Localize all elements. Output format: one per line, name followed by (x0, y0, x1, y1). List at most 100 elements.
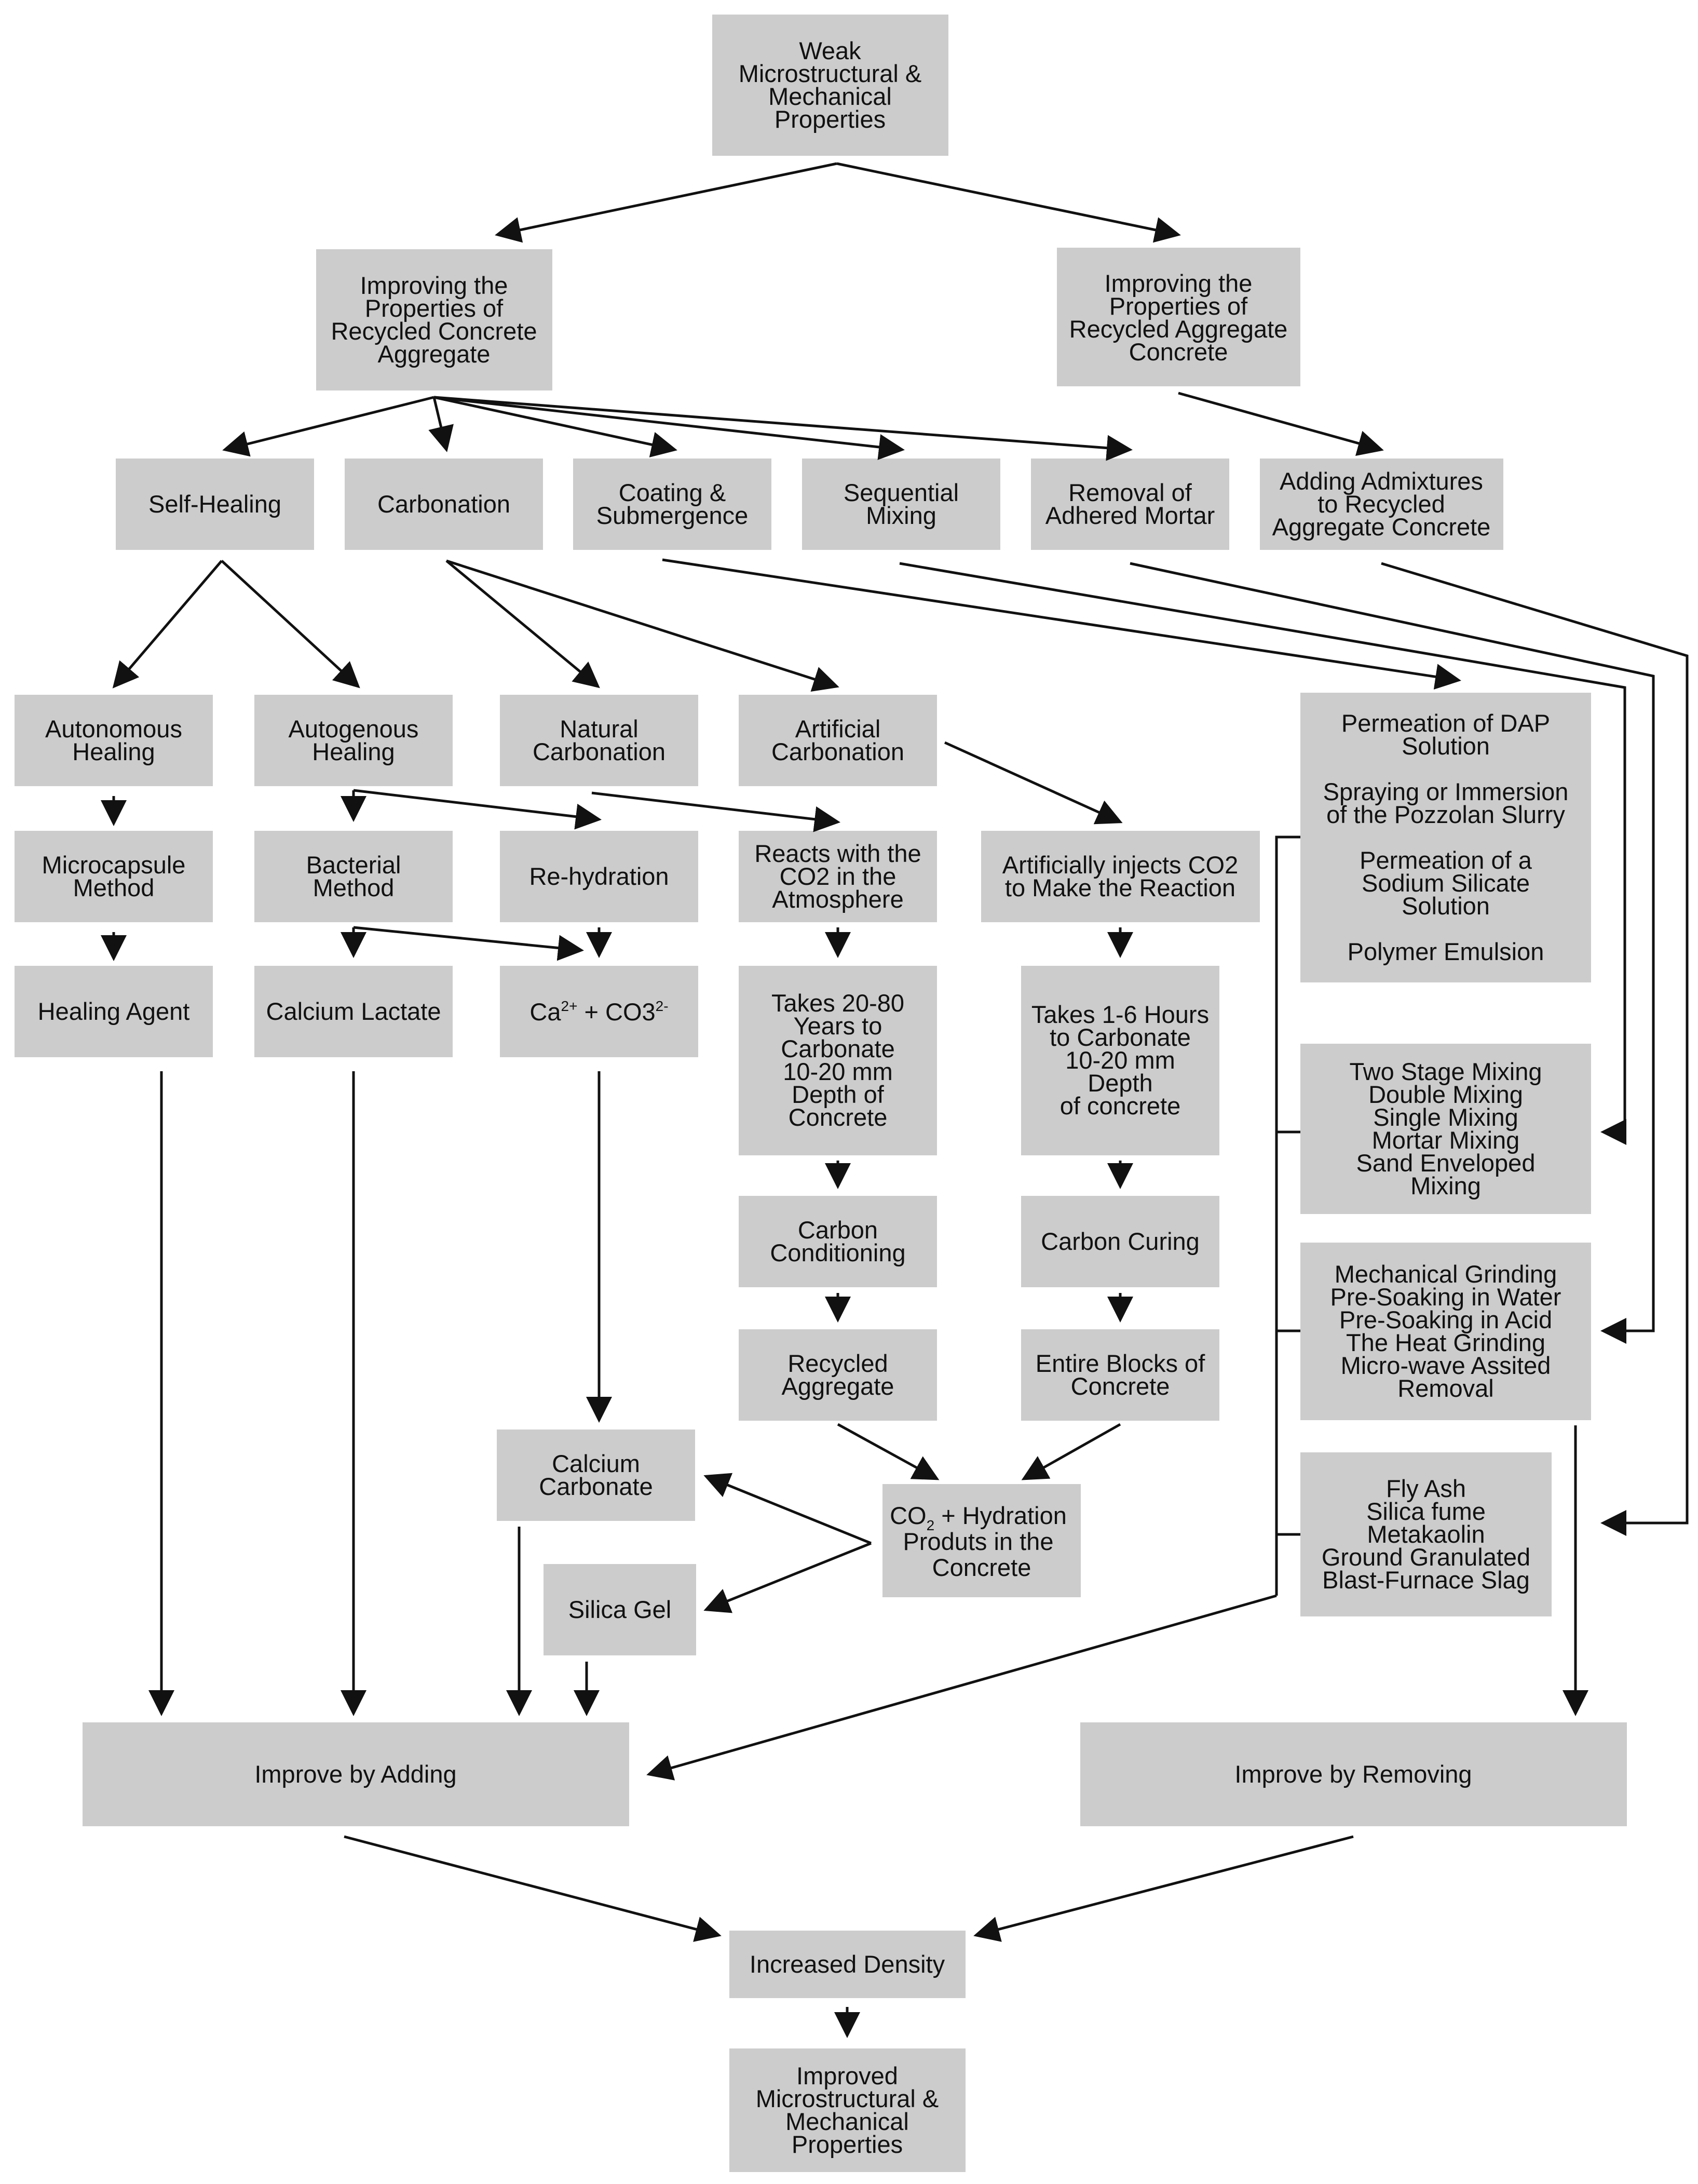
node-increased-density: Increased Density (729, 1931, 966, 1998)
node-text-line: Improving the (360, 272, 508, 299)
node-self-healing: Self-Healing (116, 459, 314, 550)
node-text-line: Mortar Mixing (1372, 1126, 1520, 1154)
node-text-line: Takes 1-6 Hours (1031, 1001, 1209, 1028)
node-text-line: of the Pozzolan Slurry (1326, 801, 1565, 828)
node-text-line: Healing (312, 738, 395, 765)
node-text-line: Ground Granulated (1322, 1543, 1530, 1571)
node-text-line: Properties of (365, 294, 504, 322)
node-text-line: Aggregate (782, 1372, 894, 1400)
node-text-line: Micro-wave Assited (1341, 1352, 1551, 1379)
node-rehydration: Re-hydration (500, 831, 698, 922)
node-text: Calcium Lactate (266, 997, 441, 1025)
edge-carbonation-to-artificial (446, 559, 839, 692)
node-text-line: Carbonation (771, 738, 904, 765)
node-text-line: Improved (796, 2062, 898, 2089)
edge-aggregate-to-co2 (837, 1423, 940, 1480)
node-text-line: Mechanical (768, 83, 892, 110)
node-text: Silica Gel (568, 1596, 672, 1623)
node-improve-by-removing: Improve by Removing (1080, 1722, 1627, 1826)
bracket-right-groups (1275, 835, 1300, 1596)
node-text-line: CO2 in the (780, 862, 896, 890)
node-text-line: Properties of (1109, 292, 1248, 320)
node-calcium-lactate: Calcium Lactate (254, 966, 453, 1057)
node-text-line: Depth (1088, 1069, 1152, 1097)
node-text-line: Atmosphere (772, 885, 903, 913)
node-text-line: Calcium Lactate (266, 997, 441, 1025)
node-ca-co3-ions: Ca2+ + CO32- (500, 966, 698, 1057)
edge-rca-to-coating (433, 396, 677, 457)
node-text-line: Removal of (1068, 479, 1192, 506)
node-text-line: Conditioning (770, 1239, 905, 1266)
edge-autogenous-to-rehydration (353, 789, 602, 830)
node-text-line: to Recycled (1317, 490, 1445, 518)
node-text-line: Pre-Soaking in Acid (1339, 1306, 1552, 1333)
node-text-line: Weak (799, 37, 861, 64)
edge-bracket-to-adding (646, 1594, 1277, 1781)
node-text-line: Sodium Silicate (1362, 869, 1530, 897)
node-text-line: Concrete (1071, 1372, 1170, 1400)
node-text-line: Depth of (792, 1081, 885, 1108)
node-text: Coating &Submergence (596, 479, 749, 529)
node-text-line: Entire Blocks of (1036, 1350, 1205, 1377)
edge-rca-to-carbonation (428, 397, 454, 452)
co2-line3: Concrete (932, 1554, 1031, 1581)
node-text-line: Autogenous (289, 715, 419, 743)
node-text-line: Carbonate (781, 1035, 895, 1062)
node-text-line: Re-hydration (529, 862, 669, 890)
node-text-line: Healing (72, 738, 155, 765)
node-text-line: Aggregate Concrete (1272, 513, 1491, 541)
edge-weak-to-rca (495, 162, 837, 243)
node-text-line: Mixing (1410, 1172, 1481, 1199)
node-text: Carbonation (377, 490, 510, 518)
node-carbon-curing: Carbon Curing (1021, 1196, 1219, 1287)
node-improve-by-adding: Improve by Adding (83, 1722, 629, 1826)
ca-superscript: 2+ (561, 998, 578, 1014)
co3-superscript: 2- (656, 998, 669, 1014)
node-text-line: Concrete (789, 1103, 888, 1131)
node-text-line: Mechanical Grinding (1335, 1260, 1557, 1288)
node-text-line: Artificially injects CO2 (1002, 851, 1238, 879)
edge-natural-to-reacts (591, 791, 840, 832)
node-text-line: Increased Density (750, 1950, 945, 1978)
node-healing-agent: Healing Agent (15, 966, 213, 1057)
node-text-line: Submergence (596, 502, 749, 529)
node-text-line: Autonomous (45, 715, 182, 743)
edge-co2-to-calcium-carbonate (703, 1473, 872, 1545)
node-text-line: Concrete (1129, 338, 1228, 366)
node-text-line: Pre-Soaking in Water (1330, 1283, 1561, 1311)
co2-line1: CO2 + Hydration (890, 1502, 1067, 1533)
node-text-line: Recycled (787, 1350, 888, 1377)
node-text-line: Calcium (552, 1450, 640, 1477)
edge-blocks-to-co2 (1021, 1423, 1121, 1480)
node-text-line: Recycled Concrete (331, 317, 537, 345)
